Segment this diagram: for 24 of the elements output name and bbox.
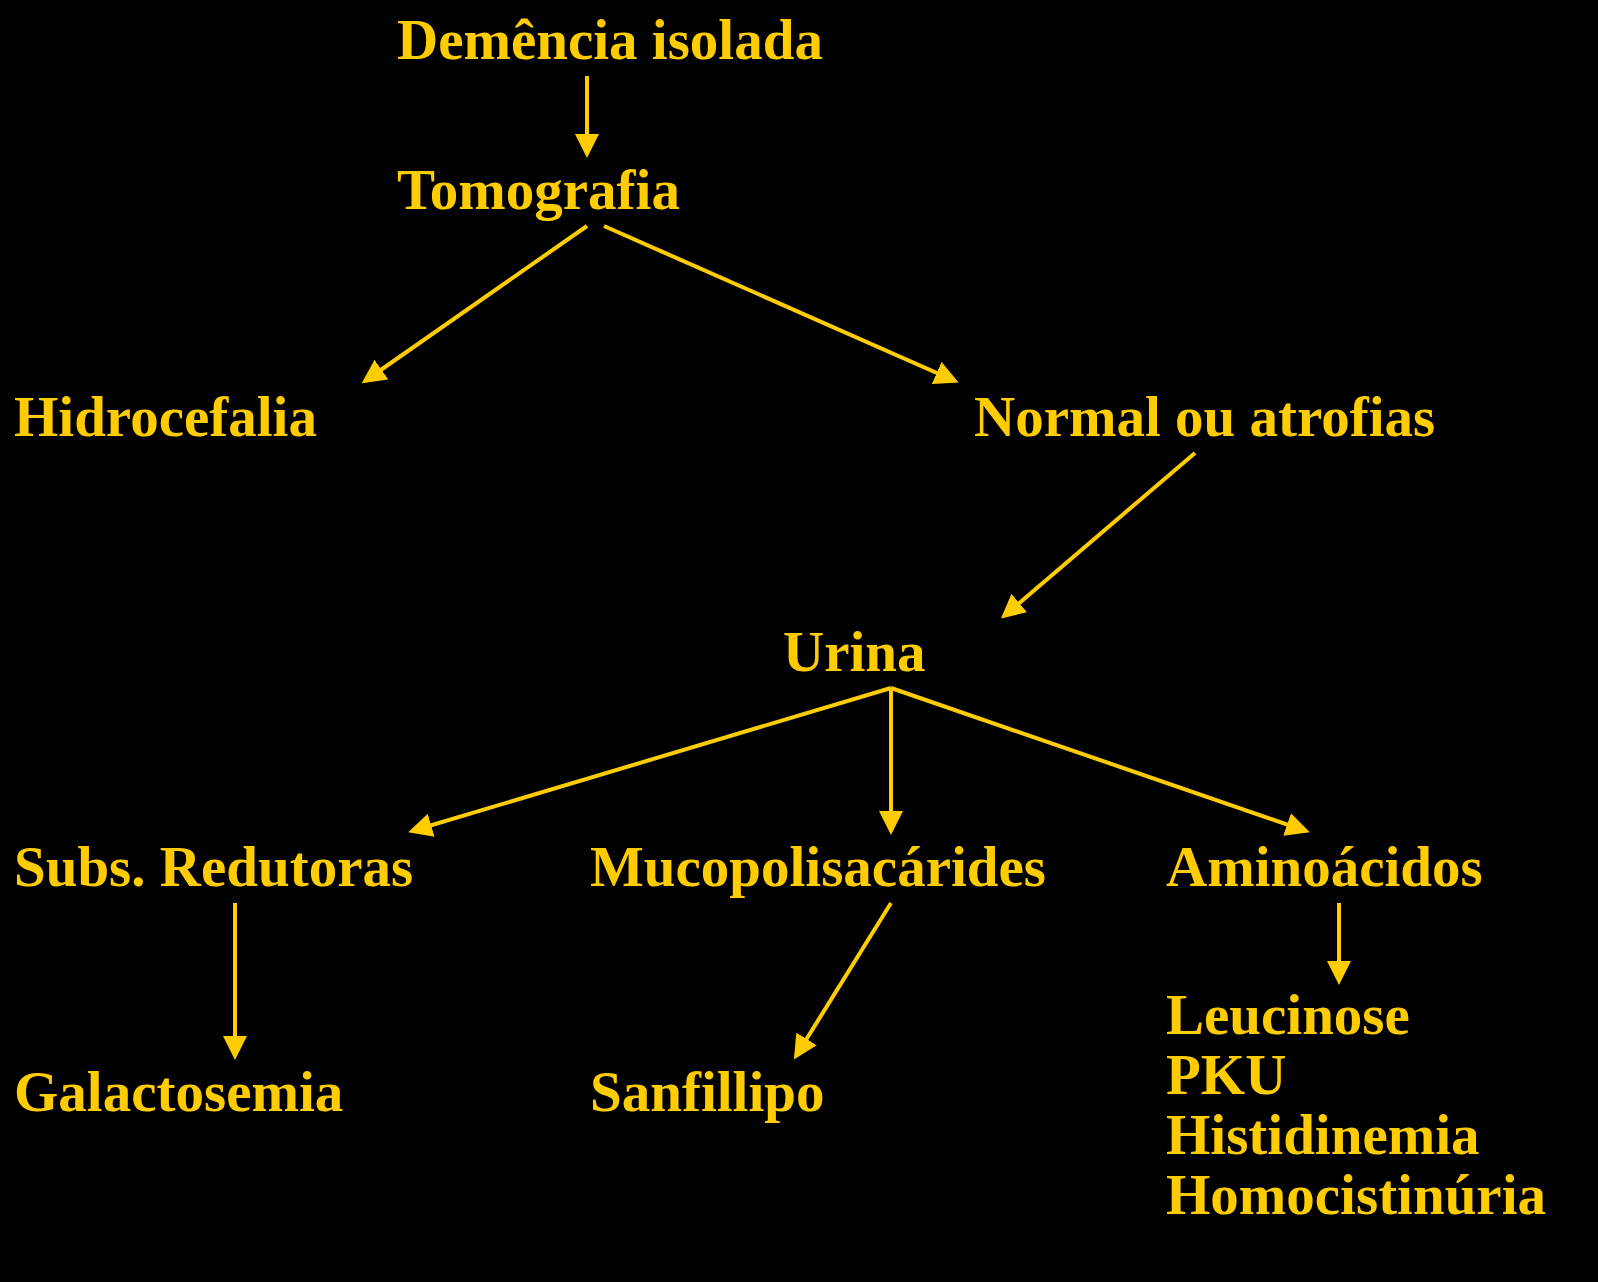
arrow — [793, 901, 893, 1060]
arrow — [361, 224, 589, 384]
node-label: Aminoácidos — [1166, 835, 1483, 899]
arrow — [603, 224, 959, 384]
node-label: Homocistinúria — [1166, 1165, 1546, 1225]
arrow — [1327, 903, 1351, 985]
node-label: PKU — [1166, 1045, 1288, 1105]
node-label: Subs. Redutoras — [14, 835, 414, 899]
arrow — [408, 686, 892, 837]
node-label: Histidinemia — [1166, 1105, 1481, 1165]
node-label: Tomografia — [397, 158, 680, 222]
arrow — [575, 76, 599, 158]
node-label: Sanfillipo — [590, 1060, 825, 1124]
node-label: Mucopolisacárides — [590, 835, 1046, 899]
node-label: Normal ou atrofias — [974, 385, 1436, 449]
arrow — [879, 688, 903, 835]
arrow — [890, 686, 1310, 836]
node-label: Leucinose — [1166, 985, 1411, 1045]
arrow — [223, 903, 247, 1060]
arrow — [1000, 451, 1197, 619]
node-label: Hidrocefalia — [14, 385, 317, 449]
node-label: Demência isolada — [397, 8, 823, 72]
node-label: Galactosemia — [14, 1060, 344, 1124]
node-label: Urina — [783, 620, 926, 684]
